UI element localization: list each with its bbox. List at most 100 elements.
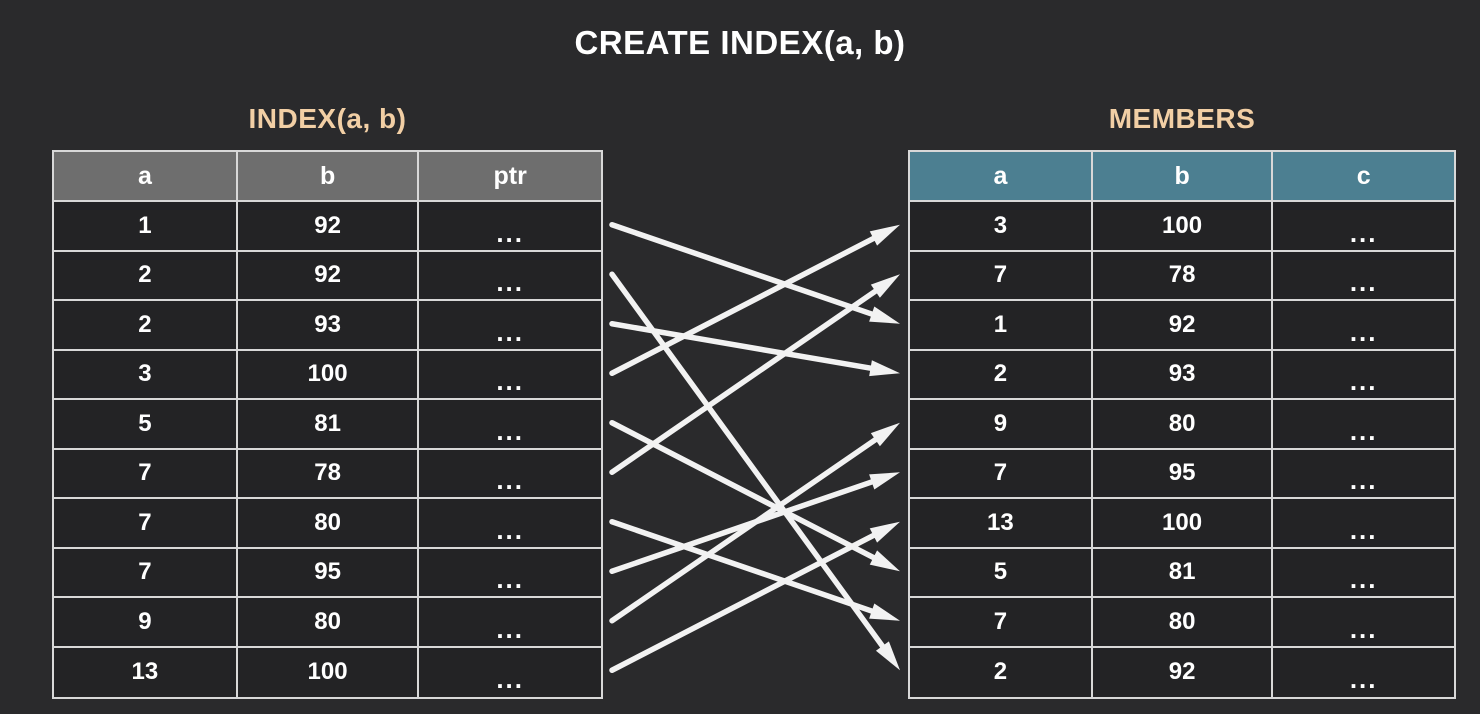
table-header-row: a b c — [910, 152, 1454, 202]
column-header-a: a — [910, 152, 1093, 202]
pointer-arrow-shaft — [609, 530, 880, 673]
table-row[interactable]: 7 80 ... — [54, 499, 601, 549]
cell-a: 3 — [54, 350, 238, 400]
page-title: CREATE INDEX(a, b) — [574, 24, 906, 61]
cell-b: 92 — [1092, 647, 1274, 697]
cell-b: 92 — [237, 202, 420, 252]
cell-b: 100 — [1092, 499, 1274, 549]
pointer-arrow-shaft — [609, 477, 879, 574]
cell-ptr: ... — [419, 598, 601, 648]
cell-a: 9 — [910, 400, 1093, 450]
cell-a: 13 — [54, 647, 238, 697]
cell-b: 80 — [1092, 400, 1274, 450]
table-row[interactable]: 7 80 ... — [910, 598, 1454, 648]
cell-b: 95 — [237, 548, 420, 598]
column-header-b: b — [1092, 152, 1274, 202]
table-row[interactable]: 7 95 ... — [910, 449, 1454, 499]
cell-ptr: ... — [419, 301, 601, 351]
cell-b: 100 — [1092, 202, 1274, 252]
cell-b: 92 — [237, 251, 420, 301]
table-row[interactable]: 7 78 ... — [910, 251, 1454, 301]
cell-a: 2 — [54, 301, 238, 351]
cell-c: ... — [1273, 251, 1454, 301]
cell-b: 100 — [237, 647, 420, 697]
table-row[interactable]: 5 81 ... — [54, 400, 601, 450]
table-row[interactable]: 13 100 ... — [910, 499, 1454, 549]
column-header-ptr: ptr — [419, 152, 601, 202]
cell-ptr: ... — [419, 499, 601, 549]
column-header-b: b — [237, 152, 420, 202]
cell-b: 78 — [237, 449, 420, 499]
pointer-arrow-head — [870, 422, 900, 447]
cell-a: 7 — [910, 449, 1093, 499]
cell-c: ... — [1273, 202, 1454, 252]
cell-c: ... — [1273, 647, 1454, 697]
table-row[interactable]: 3 100 ... — [910, 202, 1454, 252]
pointer-arrow-head — [869, 603, 900, 621]
cell-a: 7 — [910, 251, 1093, 301]
table-row[interactable]: 3 100 ... — [54, 350, 601, 400]
cell-b: 81 — [237, 400, 420, 450]
cell-b: 92 — [1092, 301, 1274, 351]
cell-b: 81 — [1092, 548, 1274, 598]
cell-ptr: ... — [419, 400, 601, 450]
column-header-c: c — [1273, 152, 1454, 202]
table-row[interactable]: 1 92 ... — [910, 301, 1454, 351]
cell-b: 100 — [237, 350, 420, 400]
table-row[interactable]: 9 80 ... — [54, 598, 601, 648]
cell-a: 7 — [54, 499, 238, 549]
table-row[interactable]: 5 81 ... — [910, 548, 1454, 598]
members-table-caption: MEMBERS — [1108, 103, 1256, 134]
cell-a: 5 — [54, 400, 238, 450]
table-row[interactable]: 2 93 ... — [54, 301, 601, 351]
cell-a: 3 — [910, 202, 1093, 252]
table-row[interactable]: 2 92 ... — [910, 647, 1454, 697]
cell-b: 80 — [237, 598, 420, 648]
table-header-row: a b ptr — [54, 152, 601, 202]
cell-a: 2 — [910, 350, 1093, 400]
pointer-arrow-shaft — [609, 233, 880, 376]
pointer-arrow-head — [869, 306, 900, 324]
table-row[interactable]: 2 93 ... — [910, 350, 1454, 400]
pointer-arrow-shaft — [609, 519, 879, 616]
pointer-arrow-shaft — [609, 434, 882, 624]
cell-a: 1 — [54, 202, 238, 252]
cell-b: 95 — [1092, 449, 1274, 499]
cell-b: 80 — [237, 499, 420, 549]
pointer-arrow-head — [869, 472, 900, 490]
table-row[interactable]: 7 78 ... — [54, 449, 601, 499]
cell-ptr: ... — [419, 548, 601, 598]
cell-a: 7 — [54, 449, 238, 499]
pointer-arrow-head — [869, 521, 900, 543]
table-row[interactable]: 2 92 ... — [54, 251, 601, 301]
pointer-arrow-head — [869, 224, 900, 246]
pointer-arrow-shaft — [609, 420, 880, 563]
table-row[interactable]: 1 92 ... — [54, 202, 601, 252]
cell-a: 2 — [910, 647, 1093, 697]
cell-c: ... — [1273, 301, 1454, 351]
pointer-arrow-shaft — [609, 286, 882, 475]
cell-a: 7 — [910, 598, 1093, 648]
cell-b: 78 — [1092, 251, 1274, 301]
cell-c: ... — [1273, 350, 1454, 400]
index-table-caption: INDEX(a, b) — [248, 103, 407, 134]
table-row[interactable]: 13 100 ... — [54, 647, 601, 697]
members-table: a b c 3 100 ... 7 78 ... 1 92 ... 2 93 .… — [908, 150, 1456, 699]
pointer-arrow-shaft — [609, 271, 888, 652]
cell-ptr: ... — [419, 350, 601, 400]
pointer-arrow-head — [869, 550, 900, 572]
pointer-arrow-head — [869, 360, 900, 377]
cell-b: 93 — [1092, 350, 1274, 400]
column-header-a: a — [54, 152, 238, 202]
pointer-arrow-shaft — [609, 222, 879, 319]
cell-b: 80 — [1092, 598, 1274, 648]
table-row[interactable]: 9 80 ... — [910, 400, 1454, 450]
pointer-arrow-head — [875, 641, 900, 671]
cell-a: 2 — [54, 251, 238, 301]
pointer-arrow-head — [870, 274, 900, 298]
table-row[interactable]: 7 95 ... — [54, 548, 601, 598]
cell-ptr: ... — [419, 202, 601, 252]
pointer-arrow-shaft — [609, 321, 878, 372]
cell-ptr: ... — [419, 449, 601, 499]
